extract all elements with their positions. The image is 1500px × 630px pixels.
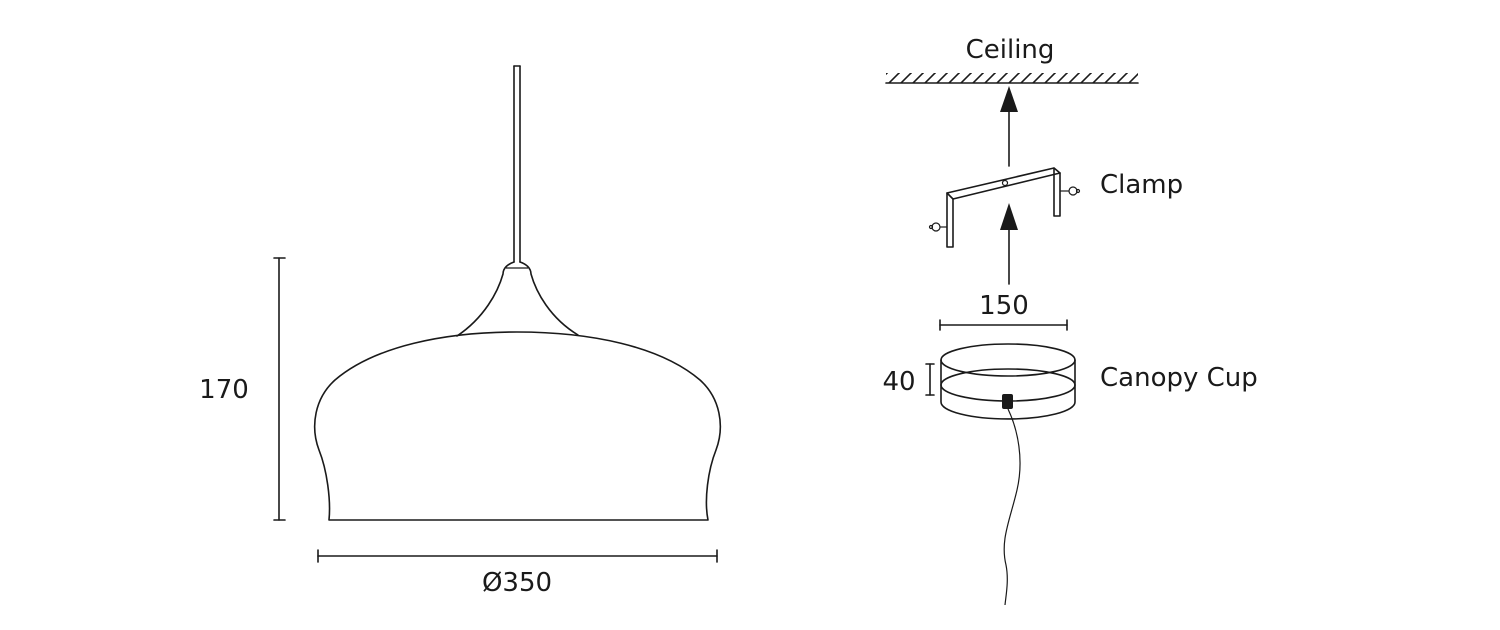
suspension-cord <box>513 65 521 263</box>
ceiling-line <box>885 73 1139 84</box>
power-cord <box>1003 408 1021 606</box>
clamp-bracket <box>928 167 1081 248</box>
diameter-dimension <box>317 549 718 563</box>
diameter-label: Ø350 <box>482 568 552 598</box>
canopy-label: Canopy Cup <box>1100 363 1258 393</box>
height-dimension <box>273 257 286 521</box>
canopy-height-dimension <box>925 363 935 396</box>
ceiling-label: Ceiling <box>966 35 1055 65</box>
canopy-width-dimension <box>939 319 1068 331</box>
canopy-cup <box>940 343 1076 420</box>
mounting-assembly: Ceiling Clamp <box>882 35 1258 606</box>
arrow-up-icon <box>1000 86 1018 167</box>
canopy-height-label: 40 <box>882 367 915 397</box>
height-label: 170 <box>199 375 249 405</box>
lamp-neck <box>456 261 579 337</box>
arrow-up-icon <box>1000 203 1018 285</box>
pendant-lamp: 170 Ø350 <box>199 65 722 598</box>
canopy-width-label: 150 <box>979 291 1029 321</box>
clamp-label: Clamp <box>1100 170 1183 200</box>
lamp-shade <box>313 331 722 521</box>
